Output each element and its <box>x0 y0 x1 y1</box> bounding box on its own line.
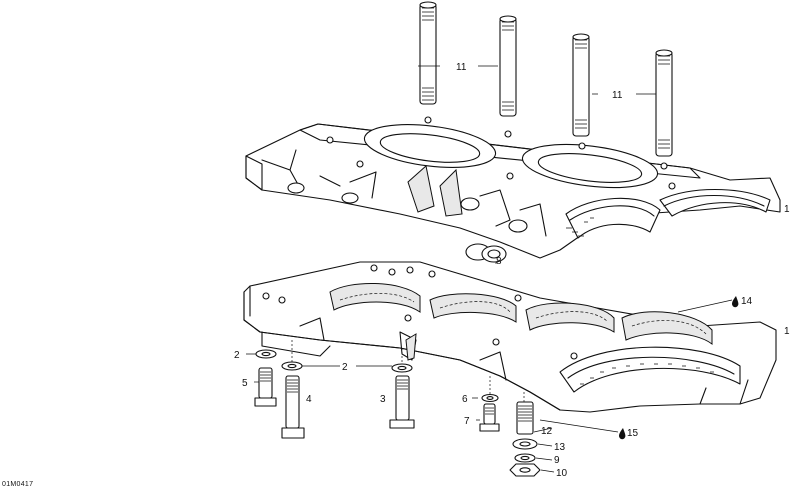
callout-labels: 11 11 1 8 14 1 2 2 5 4 3 6 7 12 15 13 9 … <box>2 62 790 488</box>
stud-item-5 <box>254 367 277 407</box>
callout-2-left: 2 <box>234 350 240 361</box>
stud-item-12 <box>516 401 534 435</box>
bolt-item-7 <box>479 403 500 432</box>
loctite-icon <box>619 428 626 440</box>
callout-10: 10 <box>556 468 568 479</box>
washer-item-2-left <box>255 349 277 359</box>
cylinder-studs <box>418 1 673 157</box>
nut-item-10 <box>509 463 541 477</box>
leader-lines <box>246 299 733 433</box>
callout-11-right: 11 <box>612 90 623 101</box>
callout-11-left: 11 <box>456 62 467 73</box>
callout-2-mid: 2 <box>342 362 348 373</box>
callout-9: 9 <box>554 455 560 466</box>
callout-1-bottom: 1 <box>784 326 790 337</box>
bearing-item-8 <box>465 243 507 264</box>
callout-13: 13 <box>554 442 566 453</box>
washer-item-13 <box>512 438 538 450</box>
callout-5: 5 <box>242 378 248 389</box>
callout-4: 4 <box>306 394 312 405</box>
washer-item-2-mid <box>281 361 303 371</box>
callout-12: 12 <box>541 426 553 437</box>
stud-4 <box>655 49 673 157</box>
callout-1-top: 1 <box>784 204 790 215</box>
reference-code: 01M0417 <box>2 481 33 488</box>
washer-item-6 <box>481 393 499 403</box>
washer-item-2-right <box>391 363 413 373</box>
callout-8: 8 <box>496 256 502 267</box>
callout-7: 7 <box>464 416 470 427</box>
loctite-markers <box>619 296 739 440</box>
stud-1 <box>419 1 437 105</box>
upper-crankcase <box>245 116 781 259</box>
lockwasher-item-9 <box>514 453 536 463</box>
callout-6: 6 <box>462 394 468 405</box>
callout-15: 15 <box>627 428 639 439</box>
bolt-item-3 <box>389 375 415 429</box>
bolt-item-4 <box>281 375 305 439</box>
lower-crankcase <box>243 261 777 413</box>
callout-3: 3 <box>380 394 386 405</box>
fasteners <box>254 349 555 477</box>
stud-3 <box>572 33 590 137</box>
loctite-icon <box>732 296 739 308</box>
callout-14: 14 <box>741 296 753 307</box>
stud-2 <box>499 15 517 117</box>
